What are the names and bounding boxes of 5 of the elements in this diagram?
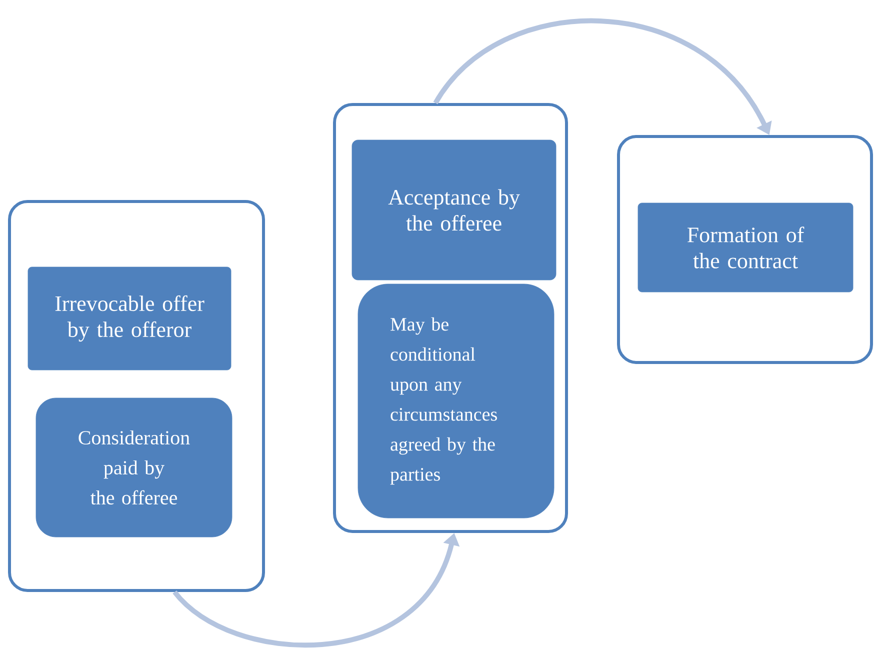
process-box: Irrevocable offer by the offeror bbox=[28, 266, 232, 370]
process-box: Formation of the contract bbox=[638, 202, 854, 292]
process-box: Consideration paid by the offeree bbox=[36, 398, 232, 538]
text-box: May be conditional upon any circumstances agreed by the parties bbox=[358, 284, 554, 518]
process-box: Acceptance by the offeree bbox=[352, 140, 556, 280]
